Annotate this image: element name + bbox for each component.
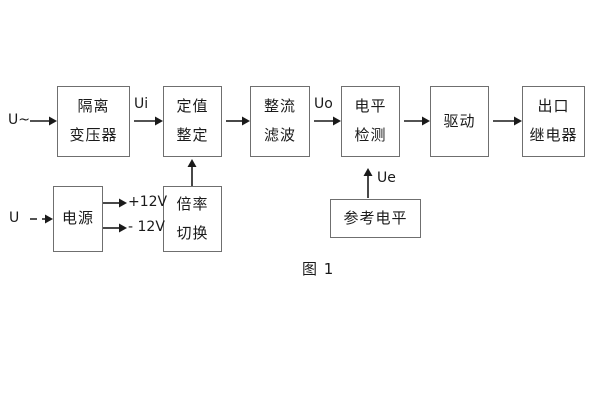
signal-label-supply-positive: +12V	[128, 194, 168, 210]
block-label-line: 驱动	[443, 111, 476, 130]
arrow-power-supply-positive	[103, 198, 127, 208]
signal-label-ui: Ui	[134, 96, 149, 112]
signal-label-input-dc: U	[9, 210, 20, 226]
figure-caption: 图 1	[302, 260, 335, 278]
signal-label-input-ac: U~	[8, 112, 30, 128]
arrow-power-supply-negative	[103, 223, 127, 233]
arrow-rectify-filter-to-level-detection	[314, 116, 341, 126]
block-power-supply: 电源	[53, 186, 103, 252]
arrow-level-detection-to-drive	[404, 116, 430, 126]
block-label-line: 隔离	[77, 97, 110, 116]
block-label-line: 电平	[354, 97, 387, 116]
block-label-line: 倍率	[176, 194, 209, 213]
block-multiplier-switch: 倍率 切换	[163, 186, 222, 252]
block-rectify-filter: 整流 滤波	[250, 86, 310, 157]
block-level-detection: 电平 检测	[341, 86, 400, 157]
block-label-line: 定值	[176, 97, 209, 116]
block-label-line: 变压器	[69, 126, 118, 144]
arrow-isolation-transformer-to-setting-value	[134, 116, 163, 126]
block-label-line: 整定	[176, 126, 209, 144]
block-label-line: 滤波	[263, 126, 296, 144]
signal-label-uo: Uo	[314, 96, 333, 112]
block-reference-level: 参考电平	[330, 199, 421, 238]
block-label-line: 继电器	[529, 126, 578, 144]
block-drive: 驱动	[430, 86, 489, 157]
block-label-line: 检测	[354, 126, 387, 144]
signal-label-supply-negative: - 12V	[128, 219, 165, 235]
block-setting-value: 定值 整定	[163, 86, 222, 157]
arrow-input-ac-to-isolation-transformer	[30, 116, 57, 126]
arrow-drive-to-output-relay	[493, 116, 522, 126]
block-label-line: 出口	[537, 97, 570, 116]
block-isolation-transformer: 隔离 变压器	[57, 86, 130, 157]
signal-label-ue: Ue	[377, 170, 396, 186]
arrow-setting-value-to-rectify-filter	[226, 116, 250, 126]
arrow-reference-level-to-level-detection	[363, 168, 373, 198]
block-label-line: 参考电平	[343, 208, 408, 227]
arrow-input-dc-to-power-supply	[30, 214, 53, 224]
block-label-line: 切换	[176, 223, 209, 242]
arrow-multiplier-switch-to-setting-value	[187, 159, 197, 186]
block-label-line: 整流	[263, 97, 296, 116]
block-output-relay: 出口 继电器	[522, 86, 585, 157]
block-label-line: 电源	[61, 209, 94, 228]
